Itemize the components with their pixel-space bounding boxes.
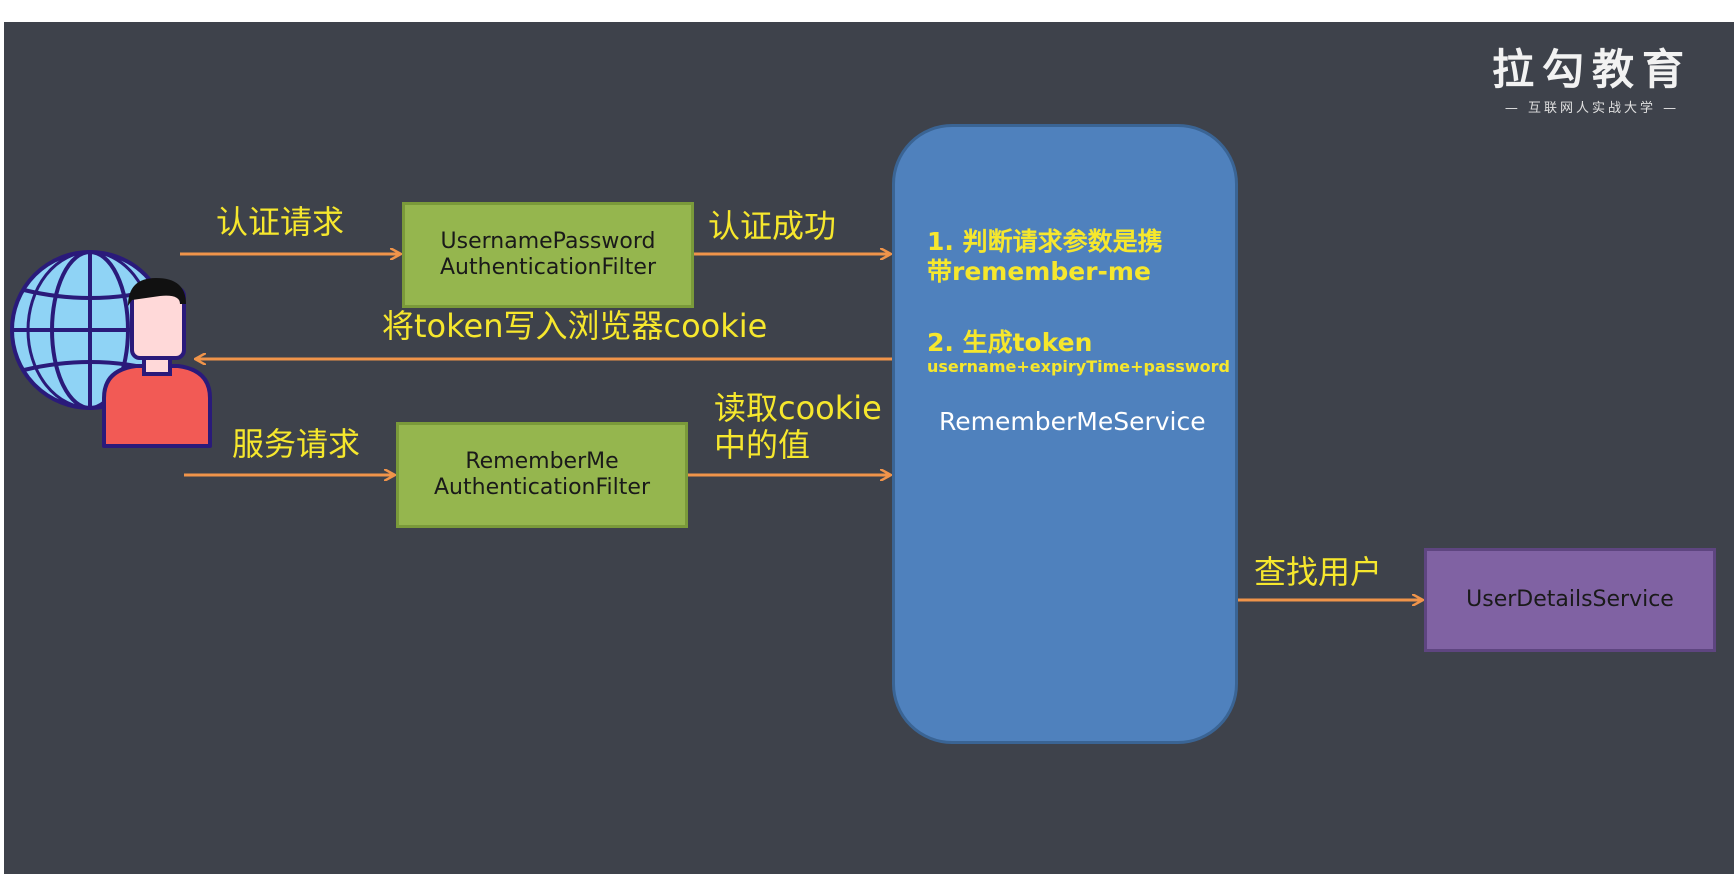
service-step1-line2: 带remember-me bbox=[927, 257, 1151, 286]
client-illustration bbox=[10, 250, 212, 448]
label-read-cookie-line1: 读取cookie bbox=[714, 389, 882, 427]
label-service-request: 服务请求 bbox=[232, 425, 361, 463]
rmaf-line2: AuthenticationFilter bbox=[434, 475, 650, 500]
user-details-service-box: UserDetailsService bbox=[1424, 548, 1716, 652]
label-find-user: 查找用户 bbox=[1254, 553, 1383, 591]
user-avatar-icon bbox=[102, 278, 212, 448]
label-read-cookie-line2: 中的值 bbox=[714, 425, 811, 464]
arrows-layer bbox=[180, 22, 1734, 874]
remember-me-service-box: 1. 判断请求参数是携 带remember-me 2. 生成token user… bbox=[892, 124, 1238, 744]
rmaf-line1: RememberMe bbox=[465, 449, 619, 475]
brand-logo: 拉勾教育 — 互联网人实战大学 — bbox=[1492, 36, 1692, 116]
label-auth-request: 认证请求 bbox=[216, 203, 345, 241]
label-read-cookie: 读取cookie 中的值 bbox=[714, 390, 882, 464]
service-step1-line1: 1. 判断请求参数是携 bbox=[927, 227, 1163, 256]
remember-me-authentication-filter-box: RememberMe AuthenticationFilter bbox=[396, 422, 688, 528]
diagram-canvas: 认证请求 认证成功 将token写入浏览器cookie 服务请求 读取cooki… bbox=[4, 22, 1734, 874]
upaf-line2: AuthenticationFilter bbox=[440, 255, 656, 280]
service-step2-detail: username+expiryTime+password bbox=[927, 357, 1230, 376]
service-name: RememberMeService bbox=[939, 407, 1206, 436]
service-step2: 2. 生成token bbox=[927, 328, 1093, 357]
service-step1: 1. 判断请求参数是携 带remember-me bbox=[927, 227, 1163, 287]
user-details-service-label: UserDetailsService bbox=[1466, 587, 1674, 613]
label-auth-success: 认证成功 bbox=[708, 207, 837, 245]
label-write-cookie: 将token写入浏览器cookie bbox=[382, 307, 768, 345]
brand-subtitle: — 互联网人实战大学 — bbox=[1504, 101, 1680, 116]
username-password-authentication-filter-box: UsernamePassword AuthenticationFilter bbox=[402, 202, 694, 308]
upaf-line1: UsernamePassword bbox=[440, 229, 656, 255]
brand-title: 拉勾教育 bbox=[1492, 45, 1693, 94]
